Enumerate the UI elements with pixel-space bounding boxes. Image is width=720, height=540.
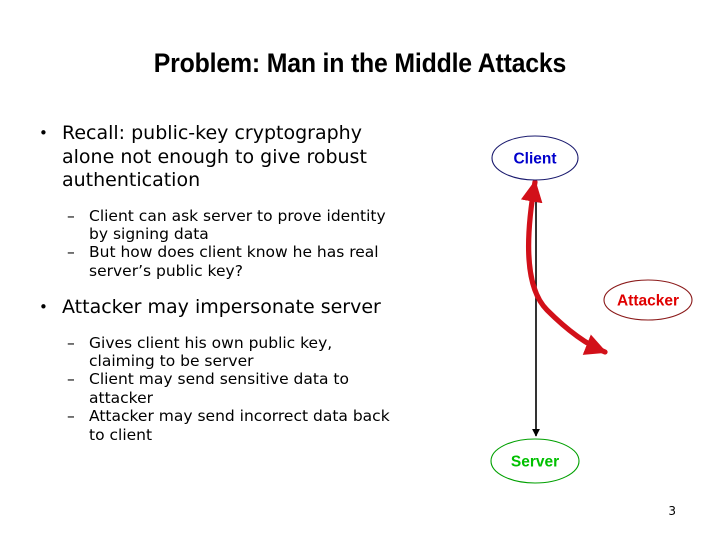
sub-bullet-text: Client can ask server to prove identity … bbox=[89, 206, 386, 243]
sub-bullet-text: Client may send sensitive data to attack… bbox=[89, 370, 349, 407]
bullet-text: Recall: public-key cryptography alone no… bbox=[62, 122, 367, 191]
attacker-label: Attacker bbox=[617, 293, 679, 310]
server-label: Server bbox=[511, 454, 559, 471]
sub-bullet-marker: – bbox=[67, 206, 75, 225]
sub-bullet-text: Attacker may send incorrect data back to… bbox=[89, 407, 390, 444]
bullet-text: Attacker may impersonate server bbox=[62, 296, 381, 319]
client-ellipse bbox=[491, 135, 579, 181]
page-number: 3 bbox=[668, 504, 676, 518]
sub-bullet-marker: – bbox=[67, 407, 75, 426]
sub-bullet-group: – Gives client his own public key, claim… bbox=[26, 334, 396, 444]
sub-bullet-marker: – bbox=[67, 370, 75, 389]
content-body: • Recall: public-key cryptography alone … bbox=[26, 122, 396, 447]
node-client[interactable]: Client bbox=[491, 135, 579, 181]
sub-bullet-marker: – bbox=[67, 243, 75, 262]
bullet-marker: • bbox=[39, 124, 48, 142]
node-server[interactable]: Server bbox=[490, 438, 580, 484]
bullet-marker: • bbox=[39, 298, 48, 317]
sub-bullet-group: – Client can ask server to prove identit… bbox=[26, 207, 396, 281]
client-label: Client bbox=[513, 151, 556, 168]
edge-client-to-attacker bbox=[520, 179, 608, 355]
attacker-ellipse bbox=[603, 279, 693, 321]
bullet-item: • Attacker may impersonate server bbox=[26, 296, 396, 320]
page-title: Problem: Man in the Middle Attacks bbox=[153, 48, 567, 78]
sub-bullet-text: Gives client his own public key, claimin… bbox=[89, 333, 333, 371]
bullet-item: • Recall: public-key cryptography alone … bbox=[26, 122, 396, 193]
sub-bullet-item: – Client can ask server to prove identit… bbox=[26, 207, 396, 244]
sub-bullet-marker: – bbox=[67, 333, 75, 352]
sub-bullet-item: – Client may send sensitive data to atta… bbox=[26, 370, 396, 407]
mitm-network-diagram: Client Attacker Server bbox=[455, 120, 720, 510]
server-ellipse bbox=[490, 438, 580, 484]
node-attacker[interactable]: Attacker bbox=[603, 279, 693, 321]
sub-bullet-item: – Gives client his own public key, claim… bbox=[26, 334, 396, 371]
sub-bullet-item: – Attacker may send incorrect data back … bbox=[26, 407, 396, 444]
sub-bullet-item: – But how does client know he has real s… bbox=[26, 243, 396, 280]
sub-bullet-text: But how does client know he has real ser… bbox=[89, 243, 379, 280]
